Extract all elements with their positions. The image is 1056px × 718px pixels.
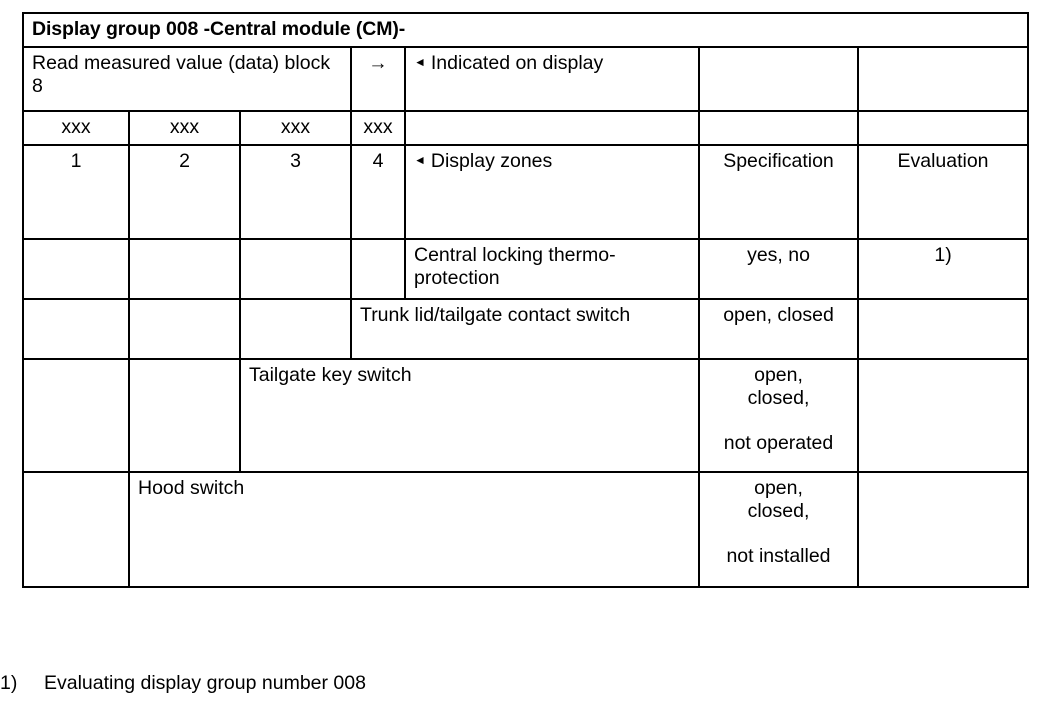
- footnote-text: Evaluating display group number 008: [44, 672, 366, 694]
- row-spacer-cell: [128, 297, 241, 360]
- table-row: Tailgate key switch open, closed, not op…: [22, 357, 1030, 473]
- indicated-on-display-cell: ◄ Indicated on display: [404, 45, 700, 112]
- row-specification-hood-switch: open, closed, not installed: [698, 470, 859, 588]
- row-spacer-cell: [22, 357, 130, 473]
- indicated-on-display-label: Indicated on display: [430, 51, 604, 74]
- row-label-central-locking: Central locking thermo-protection: [404, 237, 700, 300]
- row-spacer-cell: [239, 297, 352, 360]
- zone-number-3: 3: [239, 143, 352, 240]
- table-row: Trunk lid/tailgate contact switch open, …: [22, 297, 1030, 360]
- display-zones-label: Display zones: [430, 149, 553, 172]
- row-specification-tailgate-key-switch: open, closed, not operated: [698, 357, 859, 473]
- zone-placeholder-spec-cell: [698, 109, 859, 146]
- row-evaluation-trunk-lid: [856, 297, 1030, 360]
- row-spacer-cell: [239, 237, 352, 300]
- read-measured-value-row: Read measured value (data) block 8 → ◄ In…: [22, 45, 1030, 112]
- row-spacer-cell: [128, 237, 241, 300]
- zone-placeholder-row: xxx xxx xxx xxx: [22, 109, 1030, 146]
- zone-placeholder-eval-cell: [856, 109, 1030, 146]
- eval-header-empty-cell: [856, 45, 1030, 112]
- table-row: Central locking thermo-protection yes, n…: [22, 237, 1030, 300]
- zone-placeholder-2: xxx: [128, 109, 241, 146]
- display-group-table: Display group 008 -Central module (CM)- …: [21, 12, 1030, 588]
- zone-placeholder-1: xxx: [22, 109, 130, 146]
- zone-placeholder-3: xxx: [239, 109, 352, 146]
- row-evaluation-central-locking: 1): [856, 237, 1030, 300]
- row-spacer-cell: [22, 470, 130, 588]
- zone-placeholder-desc-cell: [404, 109, 700, 146]
- row-evaluation-hood-switch: [856, 470, 1030, 588]
- zone-number-2: 2: [128, 143, 241, 240]
- table-title-row: Display group 008 -Central module (CM)-: [21, 12, 1030, 48]
- row-label-tailgate-key-switch: Tailgate key switch: [239, 357, 700, 473]
- evaluation-header: Evaluation: [856, 143, 1030, 240]
- row-label-trunk-lid: Trunk lid/tailgate contact switch: [350, 297, 700, 360]
- row-spacer-cell: [350, 237, 406, 300]
- spec-header-empty-cell: [698, 45, 859, 112]
- zone-number-4: 4: [350, 143, 406, 240]
- row-spacer-cell: [22, 297, 130, 360]
- row-spacer-cell: [128, 357, 241, 473]
- row-spacer-cell: [22, 237, 130, 300]
- triangle-left-icon: ◄: [414, 54, 426, 69]
- zone-number-1: 1: [22, 143, 130, 240]
- specification-header: Specification: [698, 143, 859, 240]
- row-evaluation-tailgate-key-switch: [856, 357, 1030, 473]
- row-specification-trunk-lid: open, closed: [698, 297, 859, 360]
- triangle-left-icon: ◄: [414, 152, 426, 167]
- footnote-marker: 1): [0, 672, 18, 694]
- read-measured-value-label: Read measured value (data) block 8: [22, 45, 352, 112]
- zone-number-row: 1 2 3 4 ◄ Display zones Specification Eva…: [22, 143, 1030, 240]
- table-row: Hood switch open, closed, not installed: [22, 470, 1030, 588]
- page-title: Display group 008 -Central module (CM)-: [21, 12, 1030, 48]
- arrow-right-icon: →: [350, 45, 406, 112]
- zone-placeholder-4: xxx: [350, 109, 406, 146]
- row-label-hood-switch: Hood switch: [128, 470, 700, 588]
- display-zones-cell: ◄ Display zones: [404, 143, 700, 240]
- row-specification-central-locking: yes, no: [698, 237, 859, 300]
